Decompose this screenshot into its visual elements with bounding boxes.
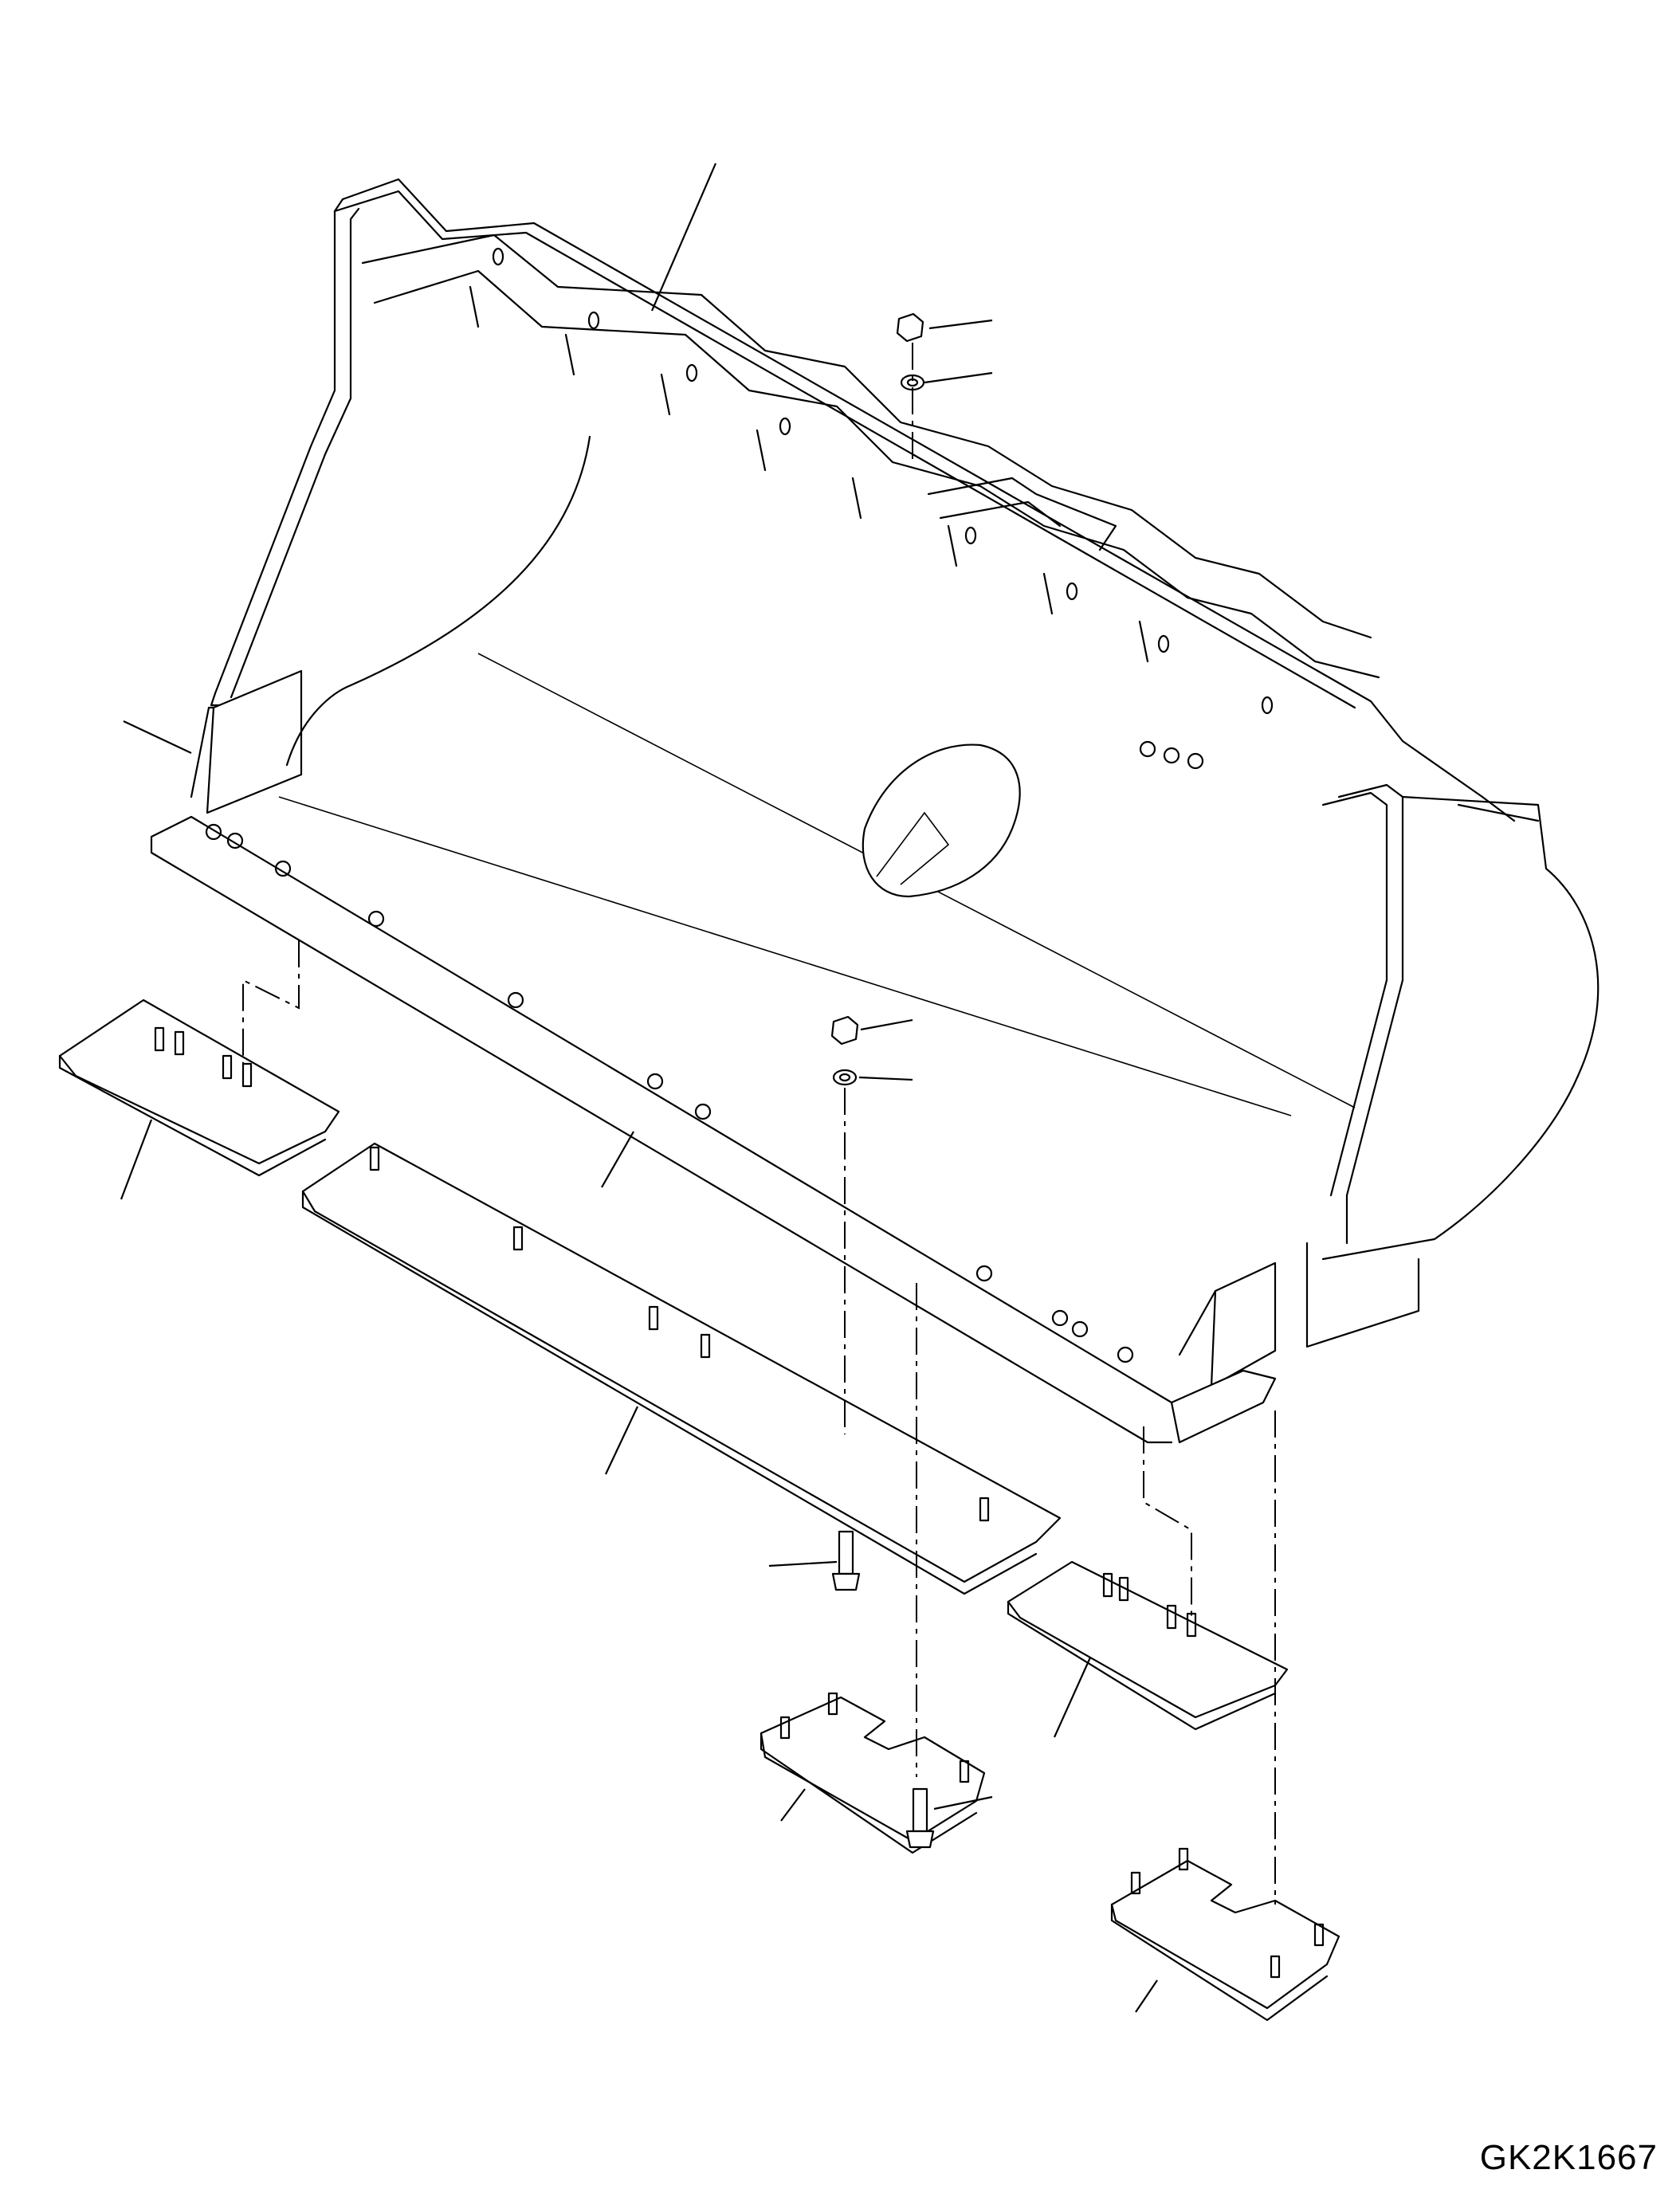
assembly-lines xyxy=(242,343,1276,1905)
end-bit-left xyxy=(58,998,340,1177)
wear-plate-center xyxy=(760,1692,986,1854)
base-edge xyxy=(150,815,1173,1444)
center-opening xyxy=(862,743,1021,898)
drawing-code: GK2K1667 xyxy=(1479,2138,1658,2177)
cutting-edge-middle xyxy=(301,1142,1062,1595)
rim-gussets xyxy=(361,233,1380,770)
leader-lines xyxy=(120,163,1158,2013)
wear-plate-right xyxy=(1110,1847,1340,2022)
bolt xyxy=(831,1530,935,1849)
bucket-body xyxy=(190,178,1600,1444)
washer xyxy=(832,374,925,1086)
end-bit-right xyxy=(1007,1560,1289,1731)
nut xyxy=(830,312,924,1046)
